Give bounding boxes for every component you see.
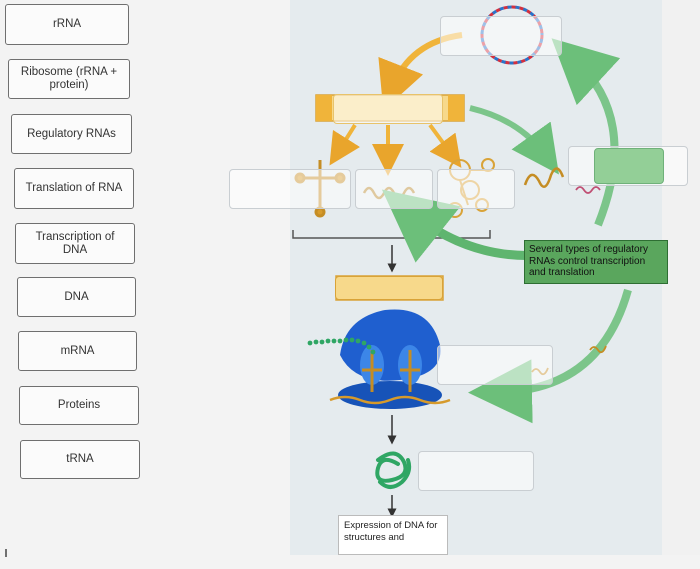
dropzone-trna[interactable] [229,169,351,209]
dropzone-proteins[interactable] [418,451,534,491]
label-text: Ribosome (rRNA + protein) [20,66,118,91]
dropzone-transcription[interactable] [333,94,443,124]
polypeptide-chain-icon [307,337,376,355]
label-translation-of-rna[interactable]: Translation of RNA [14,168,134,209]
label-transcription-of-dna[interactable]: Transcription of DNA [15,223,135,264]
regulatory-rna-squiggle-icon [523,167,565,188]
regulatory-note: Several types of regulatory RNAs control… [524,240,668,284]
expression-note: Expression of DNA for structures and [338,515,448,555]
dna-to-regulatory-arrow [551,38,621,227]
label-text: rRNA [52,18,82,30]
protein-icon [375,451,412,489]
regulatory-rna-small-icon [575,186,601,194]
label-text: Translation of RNA [25,182,123,194]
rna-bracket [292,230,491,239]
dropzone-rrna[interactable] [437,169,515,209]
ribosome-icon [329,309,451,409]
right-margin [662,0,700,555]
regulatory-to-translation-arrow [468,288,632,424]
dropzone-regulatory-green[interactable] [594,148,664,184]
label-text: Regulatory RNAs [27,127,116,140]
label-regulatory-rnas[interactable]: Regulatory RNAs [11,114,132,154]
label-text: DNA [64,290,89,303]
label-text: tRNA [66,453,94,465]
label-text: Proteins [57,399,101,411]
dropzone-mrna[interactable] [355,169,433,209]
regulatory-note-text: Several types of regulatory RNAs control… [529,244,648,278]
label-mrna[interactable]: mRNA [18,331,137,371]
label-ribosome[interactable]: Ribosome (rRNA + protein) [8,59,130,99]
label-rrna[interactable]: rRNA [5,4,129,45]
label-text: Transcription of DNA [35,230,115,256]
label-proteins[interactable]: Proteins [19,386,139,425]
label-text: mRNA [60,344,95,357]
gene-to-trna-arrow [329,123,361,166]
regulatory-to-transcription-arrow [381,189,541,263]
dropzone-ribosome[interactable] [437,345,553,385]
dropzone-dna[interactable] [440,16,562,56]
dropzone-translation[interactable] [335,276,443,300]
gene-to-regulatory-arrow [469,105,559,175]
gene-to-rrna-arrow [428,123,462,168]
label-dna[interactable]: DNA [17,277,136,317]
regulatory-rna-small-2-icon [589,345,607,354]
expression-note-text: Expression of DNA for structures and [344,520,438,543]
label-trna[interactable]: tRNA [20,440,140,479]
